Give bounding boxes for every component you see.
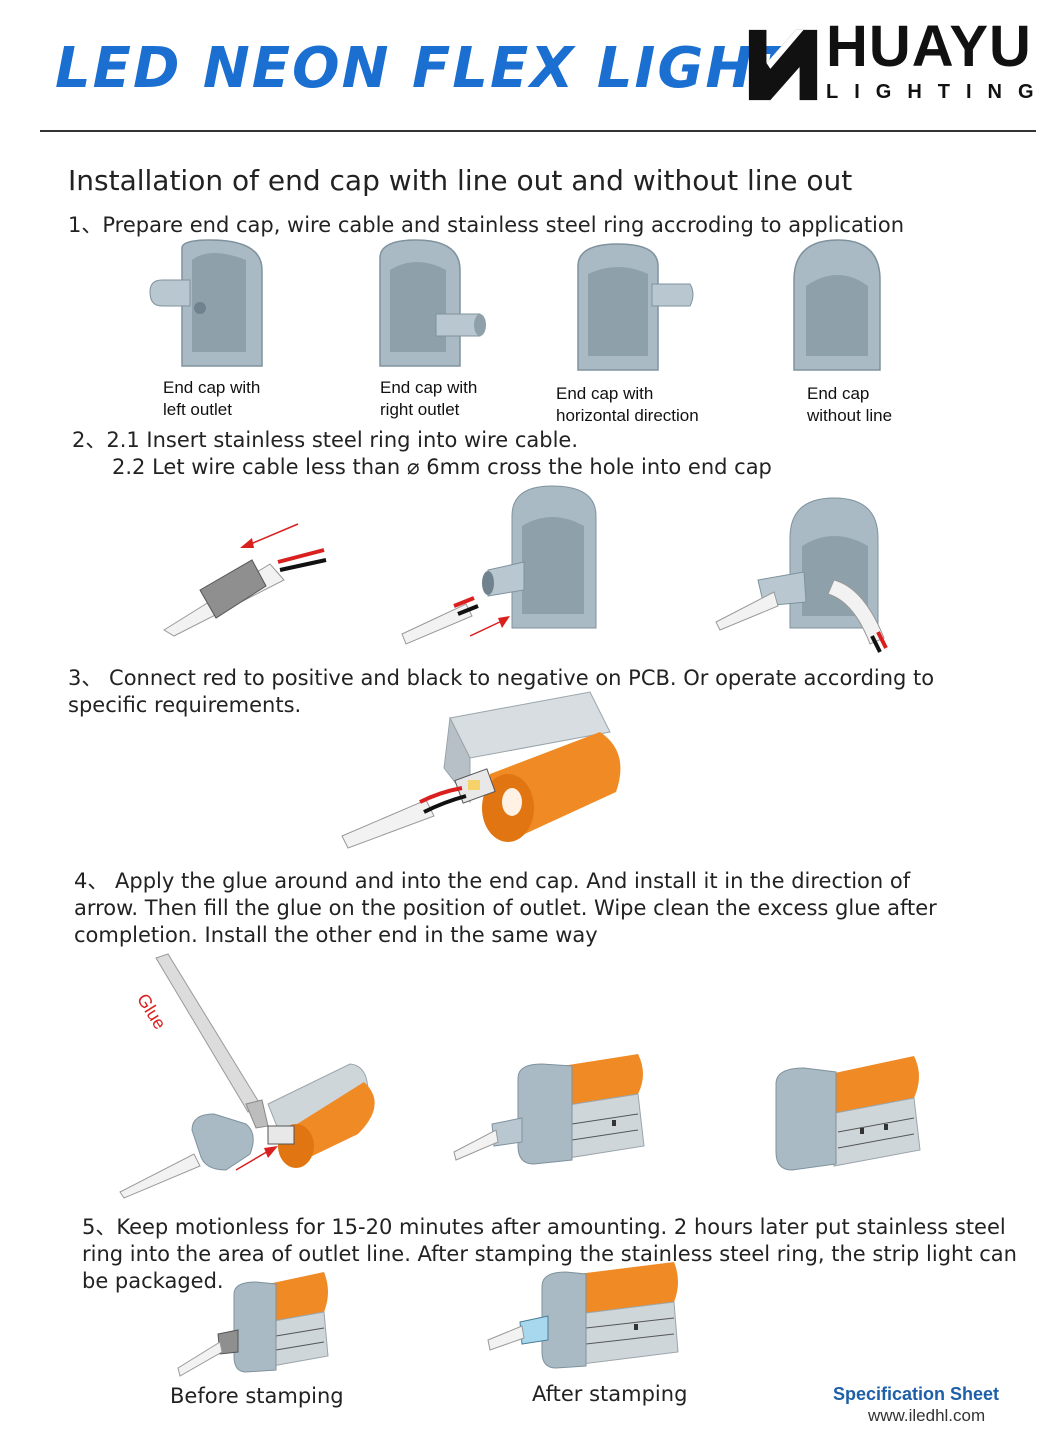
specification-sheet-label: Specification Sheet xyxy=(833,1384,1000,1404)
step-2-2-text: 2.2 Let wire cable less than ⌀ 6mm cross… xyxy=(112,455,772,479)
end-cap-left-outlet-image xyxy=(149,239,263,367)
step-1-text: 1、Prepare end cap, wire cable and stainl… xyxy=(68,213,905,237)
logo-sub-text: LIGHTING xyxy=(826,81,1050,103)
step-3-text: 3、 Connect red to positive and black to … xyxy=(68,666,935,717)
before-stamping-image xyxy=(177,1272,329,1377)
end-cap-right-outlet-image xyxy=(379,239,486,367)
after-stamping-caption: After stamping xyxy=(532,1382,688,1406)
step-4-text: 4、 Apply the glue around and into the en… xyxy=(74,869,937,947)
step-4-installed-outlet-image xyxy=(453,1054,645,1165)
huayu-logo-mark xyxy=(748,29,818,101)
step-2-cable-through-cap-image xyxy=(715,497,888,653)
step-2-ring-insert-image xyxy=(163,523,327,637)
step-4-glue-application-image xyxy=(119,953,375,1199)
step-5-text: 5、Keep motionless for 15-20 minutes afte… xyxy=(82,1215,1017,1293)
website-url[interactable]: www.iledhl.com xyxy=(868,1406,986,1425)
header-divider xyxy=(40,130,1036,132)
end-cap-horizontal-image xyxy=(577,243,694,371)
step-2-1-text: 2、2.1 Insert stainless steel ring into w… xyxy=(72,428,578,452)
step-3-pcb-connection-image xyxy=(341,691,621,849)
before-stamping-caption: Before stamping xyxy=(170,1384,344,1408)
end-cap-no-line-image xyxy=(793,239,881,371)
step-4-installed-no-line-image xyxy=(775,1056,921,1171)
step-2-cable-into-cap-image xyxy=(401,485,597,645)
after-stamping-image xyxy=(487,1262,679,1369)
logo-brand-text: HUAYU xyxy=(826,14,1032,79)
document-title: LED NEON FLEX LIGHT xyxy=(55,36,795,101)
section-title: Installation of end cap with line out an… xyxy=(68,164,853,197)
